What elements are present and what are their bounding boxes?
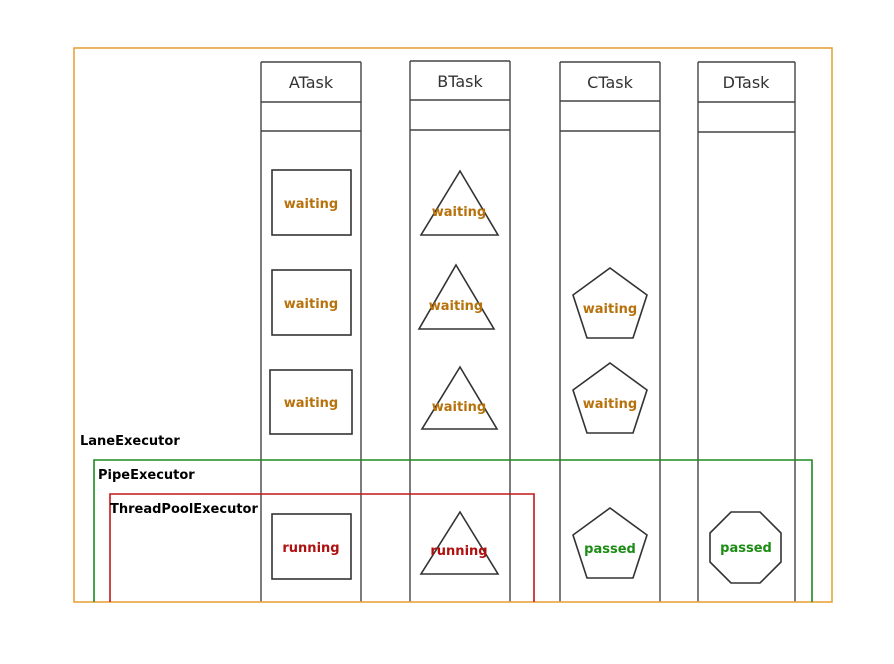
task-ctask-1-label: waiting xyxy=(583,302,637,317)
task-ctask-3-pentagon xyxy=(572,507,648,579)
task-atask-2-label: waiting xyxy=(284,297,338,312)
lane-ctask-title: CTask xyxy=(587,73,633,92)
task-ctask-2-pentagon xyxy=(572,362,648,434)
task-dtask-1-octagon xyxy=(709,511,782,584)
task-atask-3-label: waiting xyxy=(284,396,338,411)
lane-ctask: CTask waiting waiting passed xyxy=(559,61,661,602)
lane-atask-title: ATask xyxy=(289,73,334,92)
lane-dtask-title: DTask xyxy=(723,73,771,92)
task-btask-2-label: waiting xyxy=(429,299,483,314)
task-btask-1-label: waiting xyxy=(432,205,486,220)
lane-dtask: DTask passed xyxy=(697,61,796,602)
task-btask-3-triangle xyxy=(420,365,499,430)
threadpool-executor-label: ThreadPoolExecutor xyxy=(110,502,258,517)
threadpool-executor-frame xyxy=(109,493,535,602)
lane-executor-frame xyxy=(73,47,833,603)
task-atask-1-label: waiting xyxy=(284,197,338,212)
task-btask-4-label: running xyxy=(430,544,487,559)
task-atask-4-label: running xyxy=(282,541,339,556)
task-ctask-1-pentagon xyxy=(572,267,648,339)
task-atask-4-square xyxy=(271,513,352,580)
task-btask-2-triangle xyxy=(417,263,496,330)
task-atask-3-square xyxy=(269,369,353,435)
lane-btask: BTask waiting waiting waiting running xyxy=(409,60,511,602)
task-dtask-1-label: passed xyxy=(720,541,772,556)
lane-atask: ATask waiting waiting waiting running xyxy=(260,61,362,602)
pipe-executor-frame xyxy=(93,459,813,602)
task-ctask-3-label: passed xyxy=(584,542,636,557)
task-btask-4-triangle xyxy=(419,510,500,575)
pipe-executor-label: PipeExecutor xyxy=(98,468,195,483)
task-atask-2-square xyxy=(271,269,352,336)
lane-executor-label: LaneExecutor xyxy=(80,434,180,449)
task-btask-1-triangle xyxy=(419,169,500,236)
lane-btask-title: BTask xyxy=(437,72,483,91)
task-btask-3-label: waiting xyxy=(432,400,486,415)
task-ctask-2-label: waiting xyxy=(583,397,637,412)
task-atask-1-square xyxy=(271,169,352,236)
